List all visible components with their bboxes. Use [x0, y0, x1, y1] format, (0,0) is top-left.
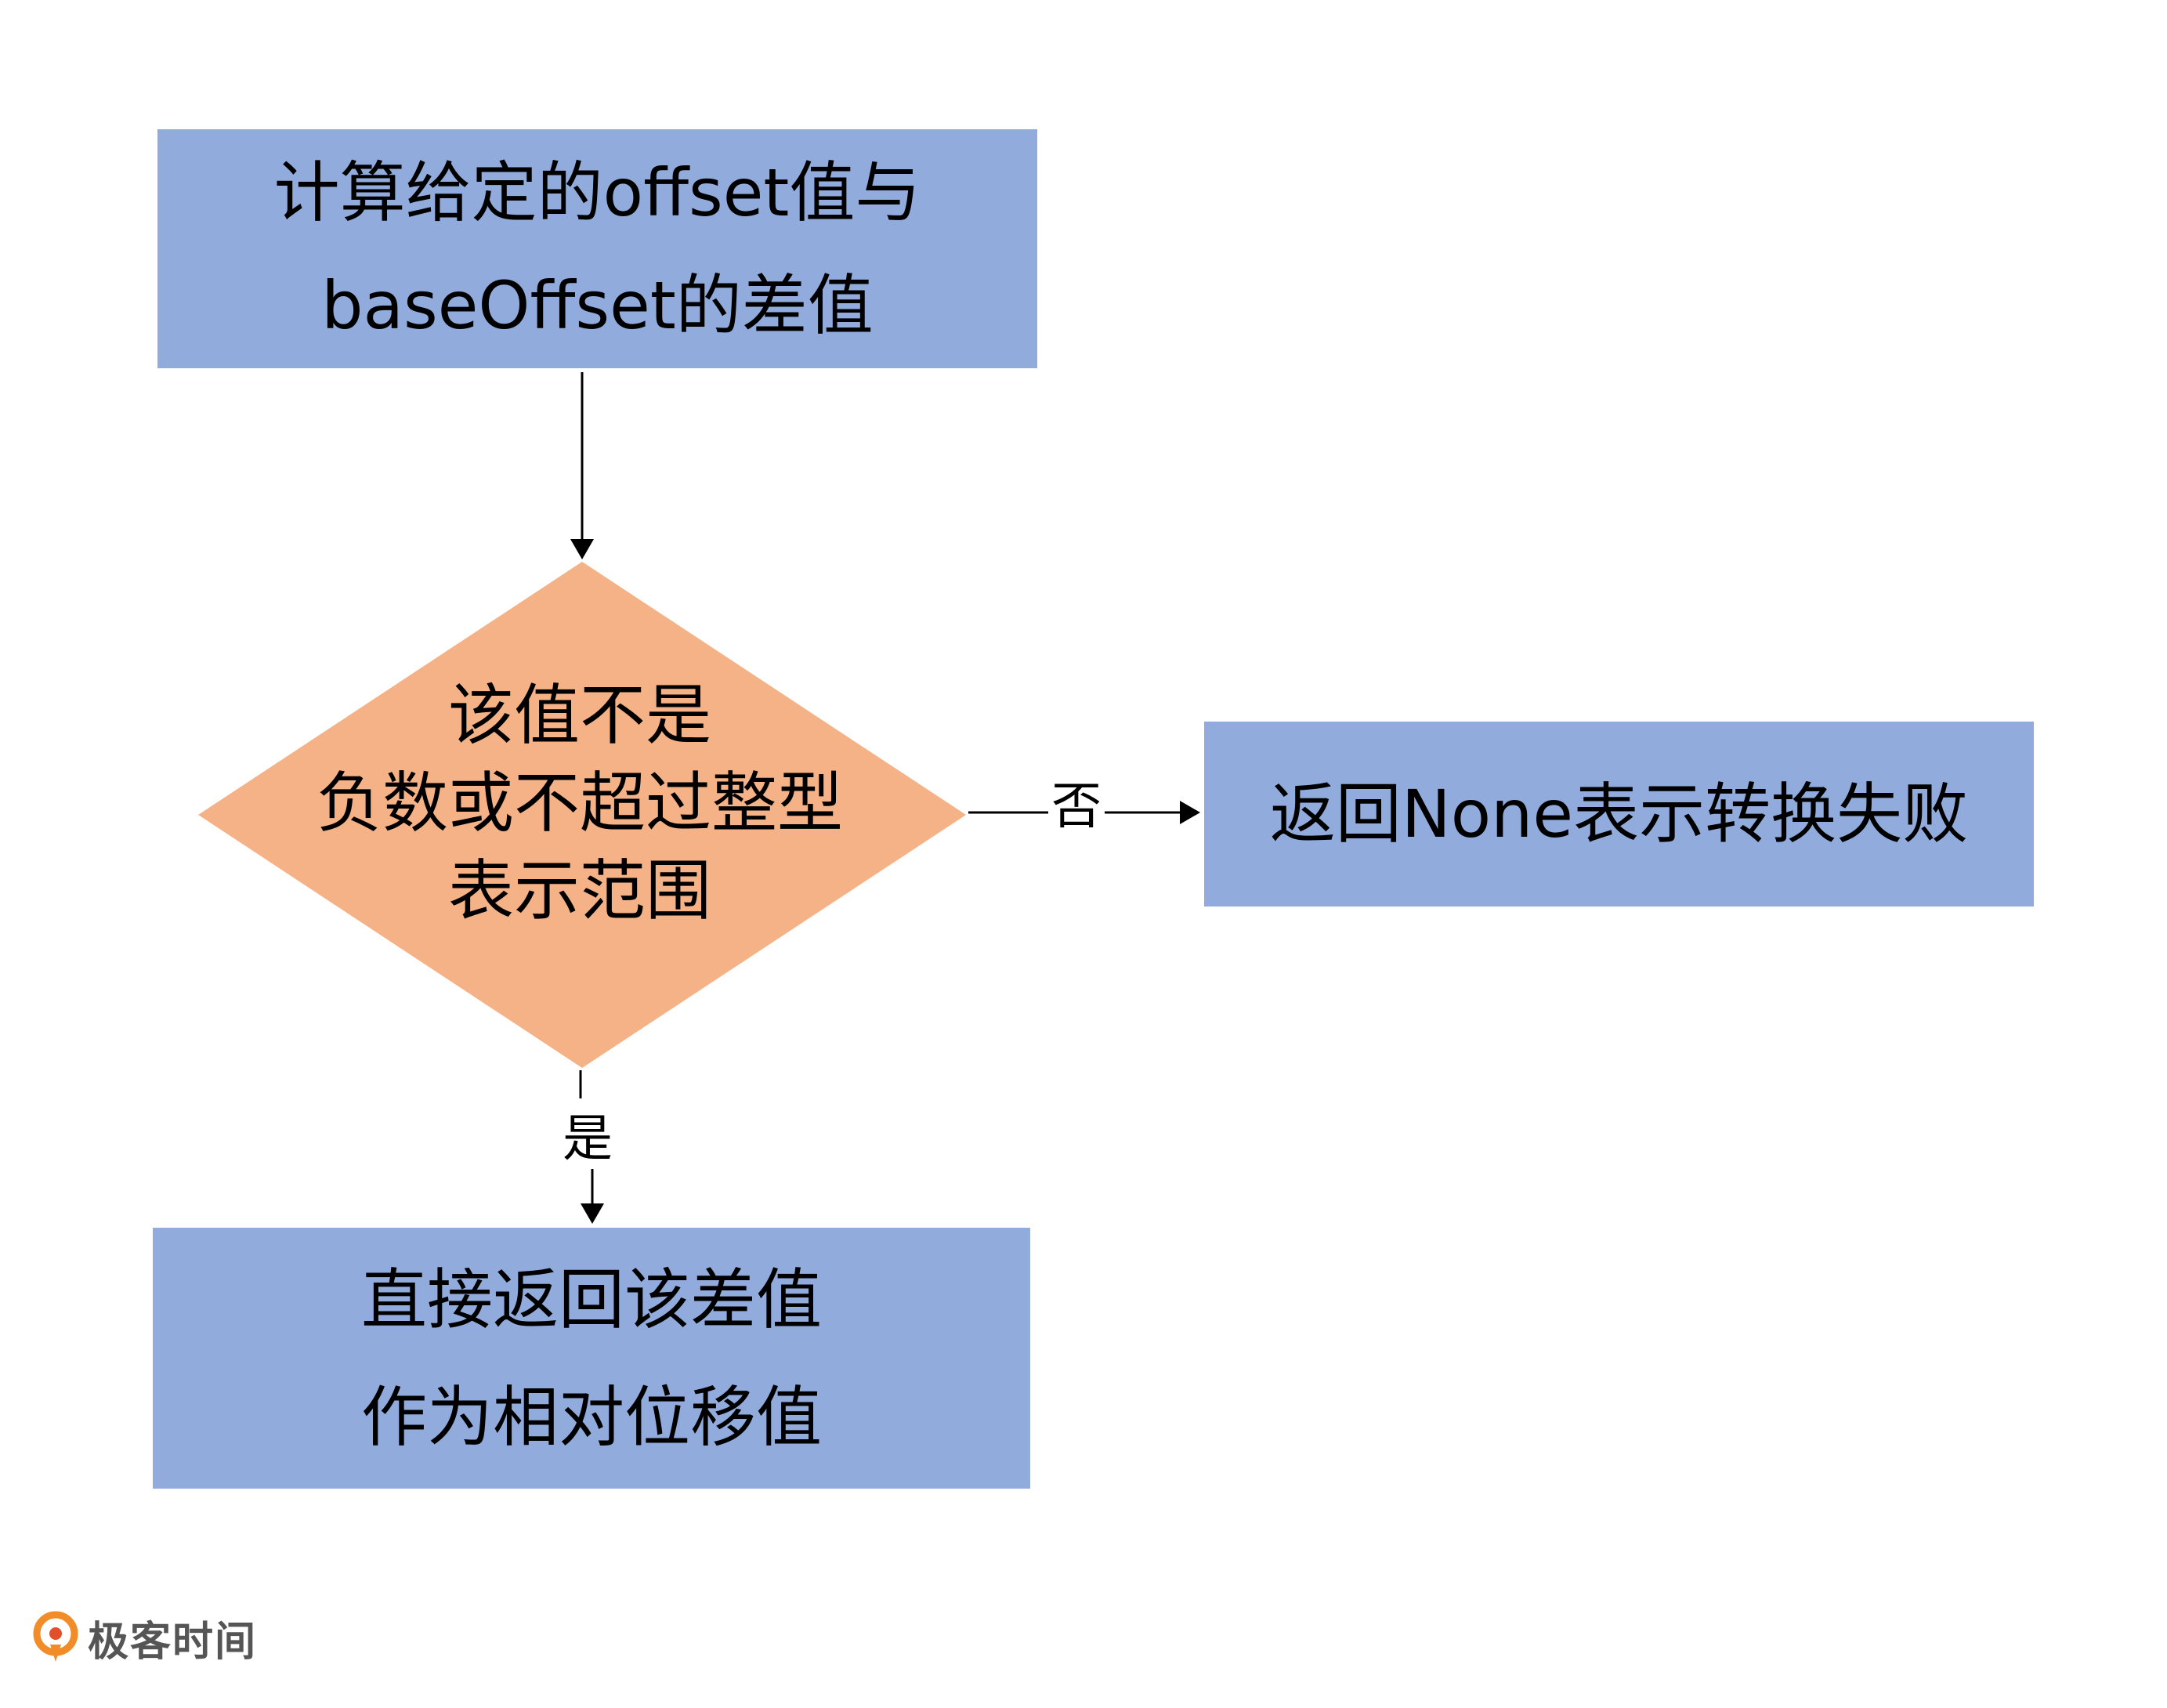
start-process-box — [157, 129, 1037, 368]
fail-process-node: 返回None表示转换失败 — [1204, 722, 2034, 906]
arrow-decision-to-success — [579, 1070, 604, 1224]
arrow-start-to-decision — [570, 372, 594, 559]
geektime-logo-icon — [33, 1611, 78, 1662]
decision-line-1: 该值不是 — [447, 677, 711, 754]
brand-logo-text: 极客时间 — [88, 1619, 258, 1666]
success-line-2: 作为相对位移值 — [360, 1378, 822, 1456]
start-line-2: baseOffset的差值 — [321, 266, 874, 344]
decision-line-2: 负数或不超过整型 — [316, 765, 843, 841]
success-process-node: 直接返回该差值 作为相对位移值 — [153, 1228, 1030, 1489]
brand-logo: 极客时间 — [31, 1608, 257, 1667]
start-line-1: 计算给定的offset值与 — [273, 154, 921, 231]
decision-node: 该值不是 负数或不超过整型 表示范围 — [235, 670, 924, 936]
success-line-1: 直接返回该差值 — [360, 1261, 822, 1338]
success-process-box — [153, 1228, 1030, 1489]
fail-line-1: 返回None表示转换失败 — [1269, 776, 1969, 852]
edge-label-no: 否 — [1048, 782, 1105, 832]
start-process-node: 计算给定的offset值与 baseOffset的差值 — [157, 129, 1037, 368]
decision-diamond — [198, 562, 966, 1068]
decision-line-3: 表示范围 — [447, 852, 711, 929]
fail-process-box — [1204, 722, 2034, 906]
edge-label-yes: 是 — [563, 1109, 613, 1169]
